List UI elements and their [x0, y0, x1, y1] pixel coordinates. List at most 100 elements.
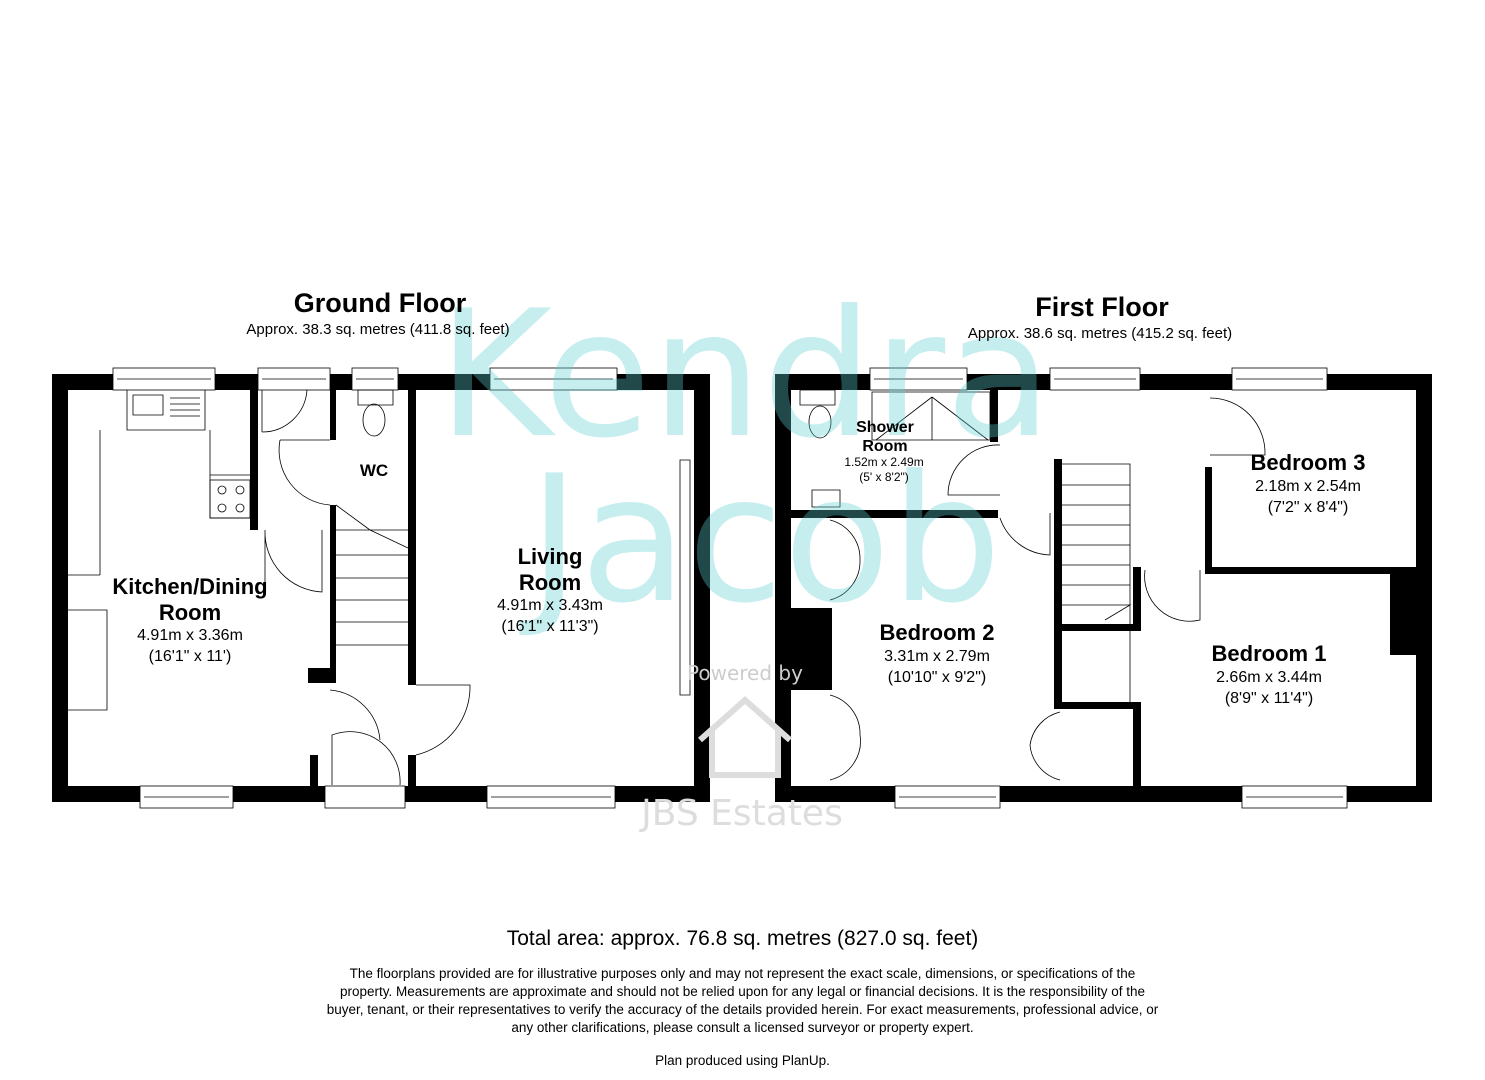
watermark-powered: Powered by: [687, 661, 803, 685]
room-wc: WC: [360, 461, 388, 480]
door: [999, 513, 1051, 556]
room-living: Living Room 4.91m x 3.43m (16'1" x 11'3"…: [497, 544, 603, 635]
wall: [1416, 374, 1432, 802]
plan-produced: Plan produced using PlanUp.: [655, 1053, 830, 1068]
door: [329, 689, 381, 741]
toilet-icon: [808, 405, 832, 439]
room-metric: 3.31m x 2.79m: [884, 648, 990, 665]
wall: [1205, 467, 1212, 574]
sink-icon: [132, 394, 200, 417]
disclaimer-line: buyer, tenant, or their representatives …: [326, 1002, 1159, 1017]
first-floor-title: First Floor: [1035, 292, 1169, 322]
wall: [1133, 702, 1141, 786]
room-name: Room: [862, 438, 907, 455]
room-bedroom-3: Bedroom 3 2.18m x 2.54m (7'2" x 8'4"): [1251, 450, 1366, 516]
ground-floor-area: Approx. 38.3 sq. metres (411.8 sq. feet): [246, 321, 509, 338]
stairs: [335, 504, 409, 646]
wardrobe-door: [829, 694, 861, 781]
room-kitchen-dining: Kitchen/Dining Room 4.91m x 3.36m (16'1"…: [112, 574, 267, 665]
kitchen-units: [68, 390, 250, 711]
wall: [791, 608, 832, 690]
room-metric: 4.91m x 3.36m: [137, 627, 243, 644]
hob-ring: [217, 503, 227, 513]
wardrobe-door: [829, 519, 861, 601]
wall: [250, 390, 258, 530]
room-imperial: (10'10" x 9'2"): [888, 669, 986, 686]
door: [261, 389, 308, 433]
room-imperial: (5' x 8'2"): [859, 470, 909, 484]
radiator: [679, 459, 691, 696]
watermark-jacob: Jacob: [518, 439, 1001, 642]
house-icon: [698, 695, 792, 778]
watermark-logo: Kendra Jacob Powered by JBS Estates: [438, 274, 1053, 834]
wall: [1054, 459, 1062, 709]
room-name: Bedroom 1: [1212, 641, 1327, 666]
watermark-kendra: Kendra: [438, 274, 1053, 477]
room-name: Room: [519, 570, 581, 595]
fixtures: [68, 389, 1266, 786]
hob-ring: [217, 485, 227, 495]
wall: [775, 374, 791, 802]
room-name: Bedroom 2: [880, 620, 995, 645]
watermark-brand: JBS Estates: [639, 793, 843, 834]
wall: [408, 755, 416, 786]
room-imperial: (16'1" x 11'): [149, 648, 232, 665]
wall: [330, 505, 336, 683]
wall: [408, 390, 416, 685]
room-bedroom-1: Bedroom 1 2.66m x 3.44m (8'9" x 11'4"): [1212, 641, 1327, 707]
room-metric: 2.18m x 2.54m: [1255, 478, 1361, 495]
disclaimer-line: any other clarifications, please consult…: [511, 1020, 974, 1035]
shower-tray: [871, 391, 991, 441]
hob-ring: [235, 485, 245, 495]
door: [264, 529, 323, 593]
room-name: Room: [159, 600, 221, 625]
entrance-door-frame: [324, 785, 406, 809]
room-imperial: (7'2" x 8'4"): [1268, 499, 1349, 516]
wall: [1133, 567, 1141, 631]
wall: [1054, 702, 1140, 709]
first-floor-area: Approx. 38.6 sq. metres (415.2 sq. feet): [968, 325, 1232, 342]
wall: [330, 390, 336, 440]
wall: [308, 668, 336, 683]
door: [331, 731, 401, 786]
wall: [694, 374, 710, 802]
door: [947, 444, 1001, 496]
wall: [1205, 567, 1416, 574]
room-imperial: (8'9" x 11'4"): [1225, 690, 1313, 707]
ground-floor-title: Ground Floor: [294, 288, 467, 318]
wall: [990, 390, 998, 442]
room-metric: 1.52m x 2.49m: [844, 455, 923, 469]
total-area: Total area: approx. 76.8 sq. metres (827…: [506, 927, 979, 950]
wall: [1060, 624, 1140, 631]
room-imperial: (16'1" x 11'3"): [501, 618, 598, 635]
room-name: Kitchen/Dining: [112, 574, 267, 599]
door: [1144, 569, 1201, 622]
room-name: Bedroom 3: [1251, 450, 1366, 475]
room-name: Shower: [856, 419, 914, 436]
door: [278, 439, 331, 506]
disclaimer-line: The floorplans provided are for illustra…: [349, 966, 1136, 981]
disclaimer-line: property. Measurements are approximate a…: [340, 984, 1145, 999]
door: [1209, 397, 1266, 456]
stairs: [1062, 463, 1132, 702]
room-metric: 2.66m x 3.44m: [1216, 669, 1322, 686]
room-metric: 4.91m x 3.43m: [497, 597, 603, 614]
basin-icon: [811, 489, 841, 508]
toilet-icon: [362, 403, 386, 437]
wall: [310, 755, 318, 786]
wardrobe-door: [1029, 711, 1061, 781]
hob-ring: [235, 503, 245, 513]
room-name: Living: [518, 544, 583, 569]
disclaimer: The floorplans provided are for illustra…: [0, 965, 1485, 1037]
door: [415, 684, 471, 756]
toilet-cistern: [357, 389, 394, 406]
room-shower: Shower Room 1.52m x 2.49m (5' x 8'2"): [844, 419, 923, 484]
windows: [112, 367, 1348, 809]
toilet-cistern: [799, 389, 836, 406]
wall: [791, 510, 998, 518]
wall: [52, 374, 68, 802]
wall: [1390, 574, 1416, 655]
room-bedroom-2: Bedroom 2 3.31m x 2.79m (10'10" x 9'2"): [880, 620, 995, 686]
hob-icon: [209, 479, 251, 519]
